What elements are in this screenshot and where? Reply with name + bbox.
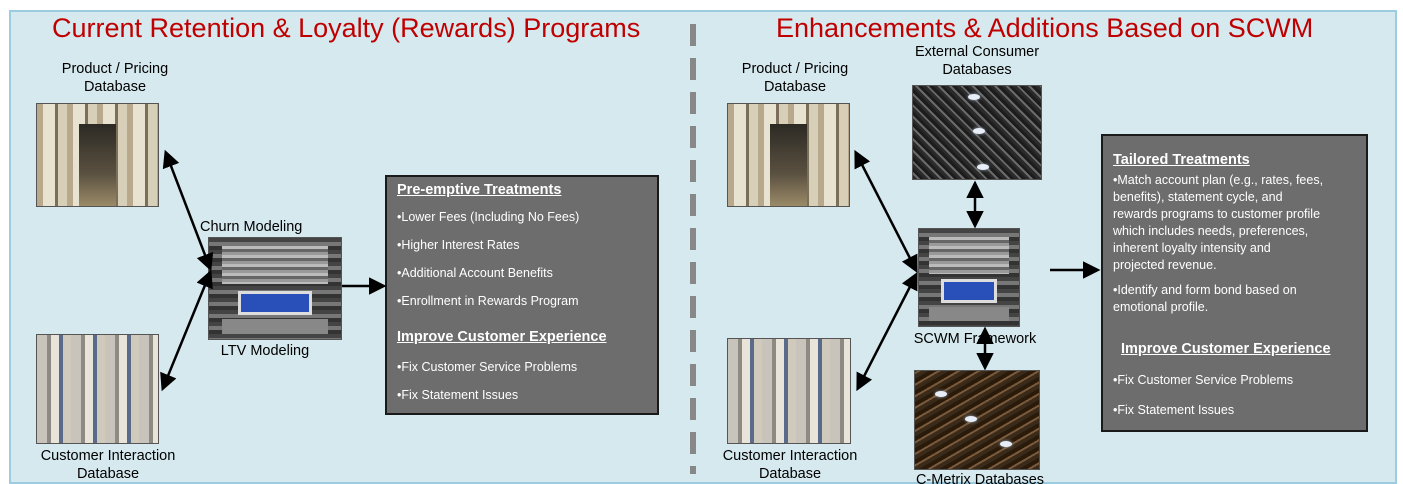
scwm-server-image [918,228,1020,327]
right-customer-to-scwm-arrow [856,271,918,392]
left-product-db-label: Product / Pricing Database [61,61,169,95]
pre-emptive-treatments-box: Pre-emptive Treatments •Lower Fees (Incl… [385,175,659,415]
scwm-framework-label: SCWM Framework [913,331,1037,347]
treatment-item: •Enrollment in Rewards Program [397,294,579,308]
right-product-to-scwm-arrow [854,149,918,274]
left-customer-db-label: Customer Interaction Database [40,448,176,482]
ltv-modeling-label: LTV Modeling [220,343,310,359]
right-customer-db-label: Customer Interaction Database [722,448,858,482]
pre-emptive-heading: Pre-emptive Treatments [397,182,562,198]
experience-item: •Fix Statement Issues [1113,403,1235,417]
treatment-item: •Higher Interest Rates [397,238,520,252]
right-product-db-image [727,103,850,207]
experience-item: •Fix Statement Issues [397,388,519,402]
monitor-icon [238,290,312,315]
external-db-label: External Consumer Databases [914,44,1040,78]
churn-modeling-label: Churn Modeling [200,219,303,235]
monitor-icon [941,279,997,303]
external-db-image [912,85,1042,180]
emotional-paragraph: •Identify and form bond based on emotion… [1113,283,1297,314]
customer-to-churn-arrow [160,269,213,392]
left-heading: Current Retention & Loyalty (Rewards) Pr… [52,13,641,43]
cmetrix-db-label: C-Metrix Databases [915,472,1045,484]
treatment-item: •Additional Account Benefits [397,266,553,280]
customer-db-image [36,334,159,444]
treatment-item: •Lower Fees (Including No Fees) [397,210,580,224]
tailored-treatments-box: Tailored Treatments •Match account plan … [1101,134,1368,432]
tailored-paragraph: •Match account plan (e.g., rates, fees, … [1113,173,1324,272]
right-heading: Enhancements & Additions Based on SCWM [776,13,1314,43]
improve-experience-heading: Improve Customer Experience [397,329,607,345]
product-to-churn-arrow [162,149,214,272]
right-customer-db-image [727,338,851,444]
churn-ltv-server-image [208,237,342,340]
experience-item: •Fix Customer Service Problems [397,360,578,374]
product-db-image [36,103,159,207]
tailored-heading: Tailored Treatments [1113,152,1250,168]
section-divider [690,24,696,474]
experience-item: •Fix Customer Service Problems [1113,373,1294,387]
right-improve-experience-heading: Improve Customer Experience [1121,341,1331,357]
right-product-db-label: Product / Pricing Database [741,61,849,95]
cmetrix-db-image [914,370,1040,470]
